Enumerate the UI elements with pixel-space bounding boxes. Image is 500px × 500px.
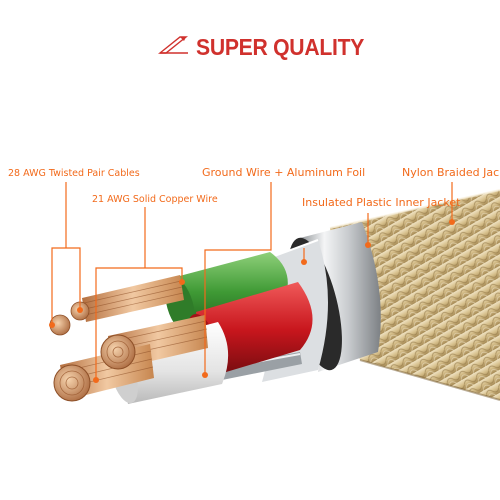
leader-twisted-pair	[51, 182, 81, 325]
leader-dots	[49, 219, 455, 383]
strand-face-middle	[100, 334, 136, 370]
leader-solid-copper	[95, 207, 183, 380]
label-ground-wire: Ground Wire + Aluminum Foil	[202, 166, 366, 179]
strand-face-bottom	[53, 364, 91, 402]
header: SUPER QUALITY	[158, 30, 379, 64]
leader-ground-wire	[204, 182, 272, 375]
strand-face-top-left	[49, 301, 90, 336]
pencil-ruler-icon	[158, 33, 190, 62]
copper-strands-top	[82, 275, 184, 322]
page-title: SUPER QUALITY	[196, 33, 365, 60]
label-solid-copper: 21 AWG Solid Copper Wire	[92, 194, 218, 205]
label-inner-jacket: Insulated Plastic Inner Jacket	[302, 196, 461, 209]
leader-lines	[51, 182, 453, 380]
label-twisted-pair: 28 AWG Twisted Pair Cables	[8, 168, 140, 179]
label-nylon-jacket: Nylon Braided Jacket	[402, 166, 500, 179]
